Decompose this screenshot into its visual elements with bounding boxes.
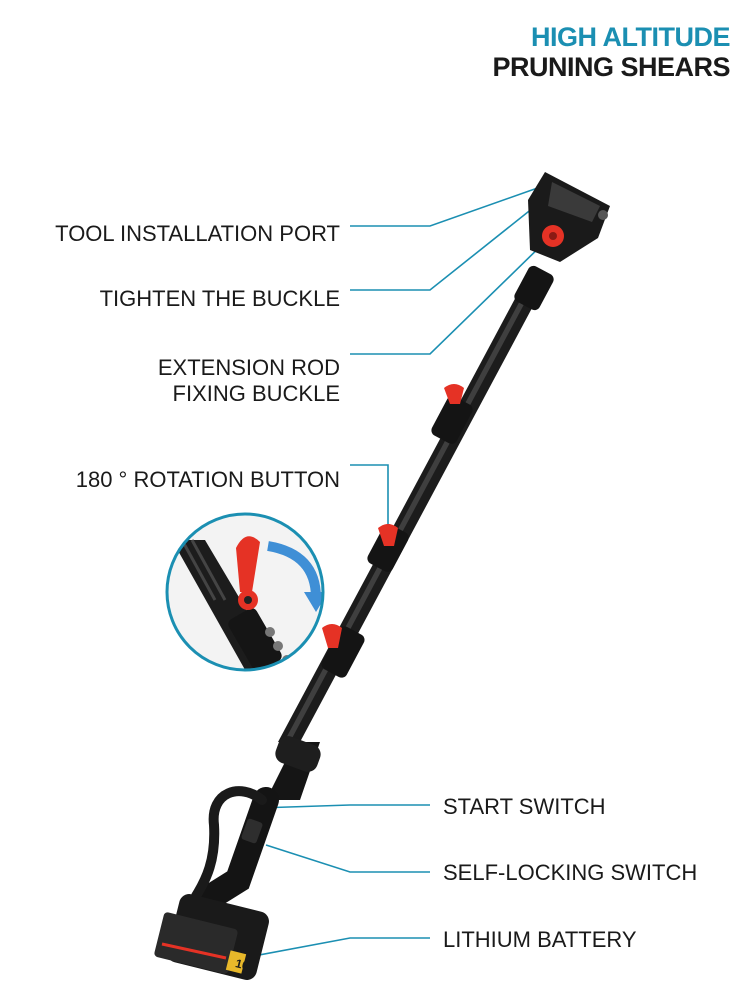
label-battery: LITHIUM BATTERY [443,927,637,952]
label-self-locking: SELF-LOCKING SWITCH [443,860,698,885]
tool-head [528,172,610,262]
leader-lines [253,184,551,957]
label-start-switch: START SWITCH [443,794,606,819]
leader-self-locking [265,844,430,873]
product-title-line1: HIGH ALTITUDE [531,22,730,52]
extension-buckles [322,384,464,648]
product-title-line2: PRUNING SHEARS [492,52,730,82]
battery-badge: 10 [234,956,251,973]
label-tool-port: TOOL INSTALLATION PORT [55,221,340,246]
leader-battery [253,937,430,957]
rotation-inset [165,512,325,672]
rotation-button-red [236,536,260,592]
label-extension-line1: EXTENSION ROD [157,355,340,380]
leader-tighten-buckle [350,195,549,291]
label-rotation-button: 180 ° ROTATION BUTTON [75,467,340,492]
label-extension-line2: FIXING BUCKLE [172,381,340,406]
label-tighten-buckle: TIGHTEN THE BUCKLE [99,286,340,311]
leader-rotation-button [350,464,389,533]
battery [154,894,269,980]
leader-start-switch [257,804,430,809]
leader-extension-buckle [350,236,551,355]
leader-tool-port [350,184,547,227]
handle [191,736,321,913]
pole [278,265,554,742]
